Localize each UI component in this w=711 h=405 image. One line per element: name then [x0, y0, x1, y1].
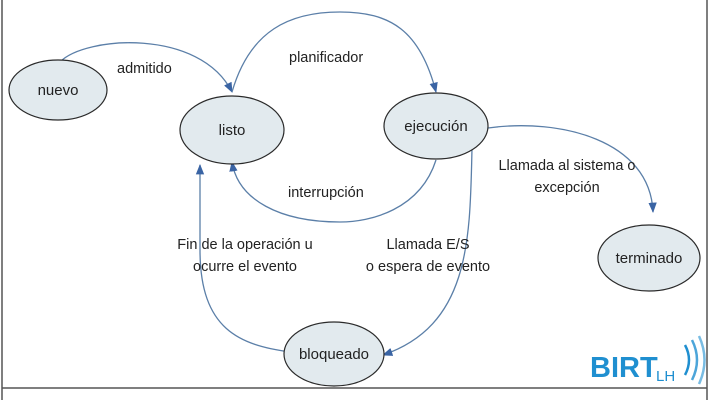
- state-listo-label: listo: [219, 122, 246, 139]
- label-planificador: planificador: [289, 50, 363, 66]
- state-terminado-label: terminado: [616, 250, 683, 267]
- logo-sub-text: LH: [656, 368, 675, 385]
- state-nuevo: nuevo: [8, 59, 108, 121]
- arrow-fin-operacion: [195, 163, 291, 353]
- label-llamada-es-1: Llamada E/S: [386, 237, 469, 253]
- label-fin-operacion-2: ocurre el evento: [193, 259, 297, 275]
- label-interrupcion: interrupción: [288, 185, 364, 201]
- label-llamada-sistema-1: Llamada al sistema o: [498, 158, 635, 174]
- signal-wave-icon: [683, 344, 691, 376]
- state-bloqueado-label: bloqueado: [299, 346, 369, 363]
- logo-main-text: BIRT: [590, 352, 658, 384]
- label-llamada-es-2: o espera de evento: [366, 259, 490, 275]
- state-listo: listo: [179, 95, 285, 165]
- label-llamada-sistema-2: excepción: [534, 180, 599, 196]
- birt-lh-logo: BIRT LH: [590, 335, 706, 385]
- label-admitido: admitido: [117, 61, 172, 77]
- label-fin-operacion-1: Fin de la operación u: [177, 237, 312, 253]
- arrow-interrupcion: [229, 159, 437, 223]
- arrow-llamada-sistema: [487, 125, 657, 214]
- state-terminado: terminado: [597, 224, 701, 292]
- arrow-planificador: [231, 11, 438, 94]
- state-nuevo-label: nuevo: [38, 82, 79, 99]
- state-ejecucion-label: ejecución: [404, 118, 467, 135]
- state-ejecucion: ejecución: [383, 92, 489, 160]
- state-bloqueado: bloqueado: [283, 321, 385, 387]
- arrow-llamada-es: [382, 147, 473, 356]
- arrow-admitido: [59, 42, 233, 93]
